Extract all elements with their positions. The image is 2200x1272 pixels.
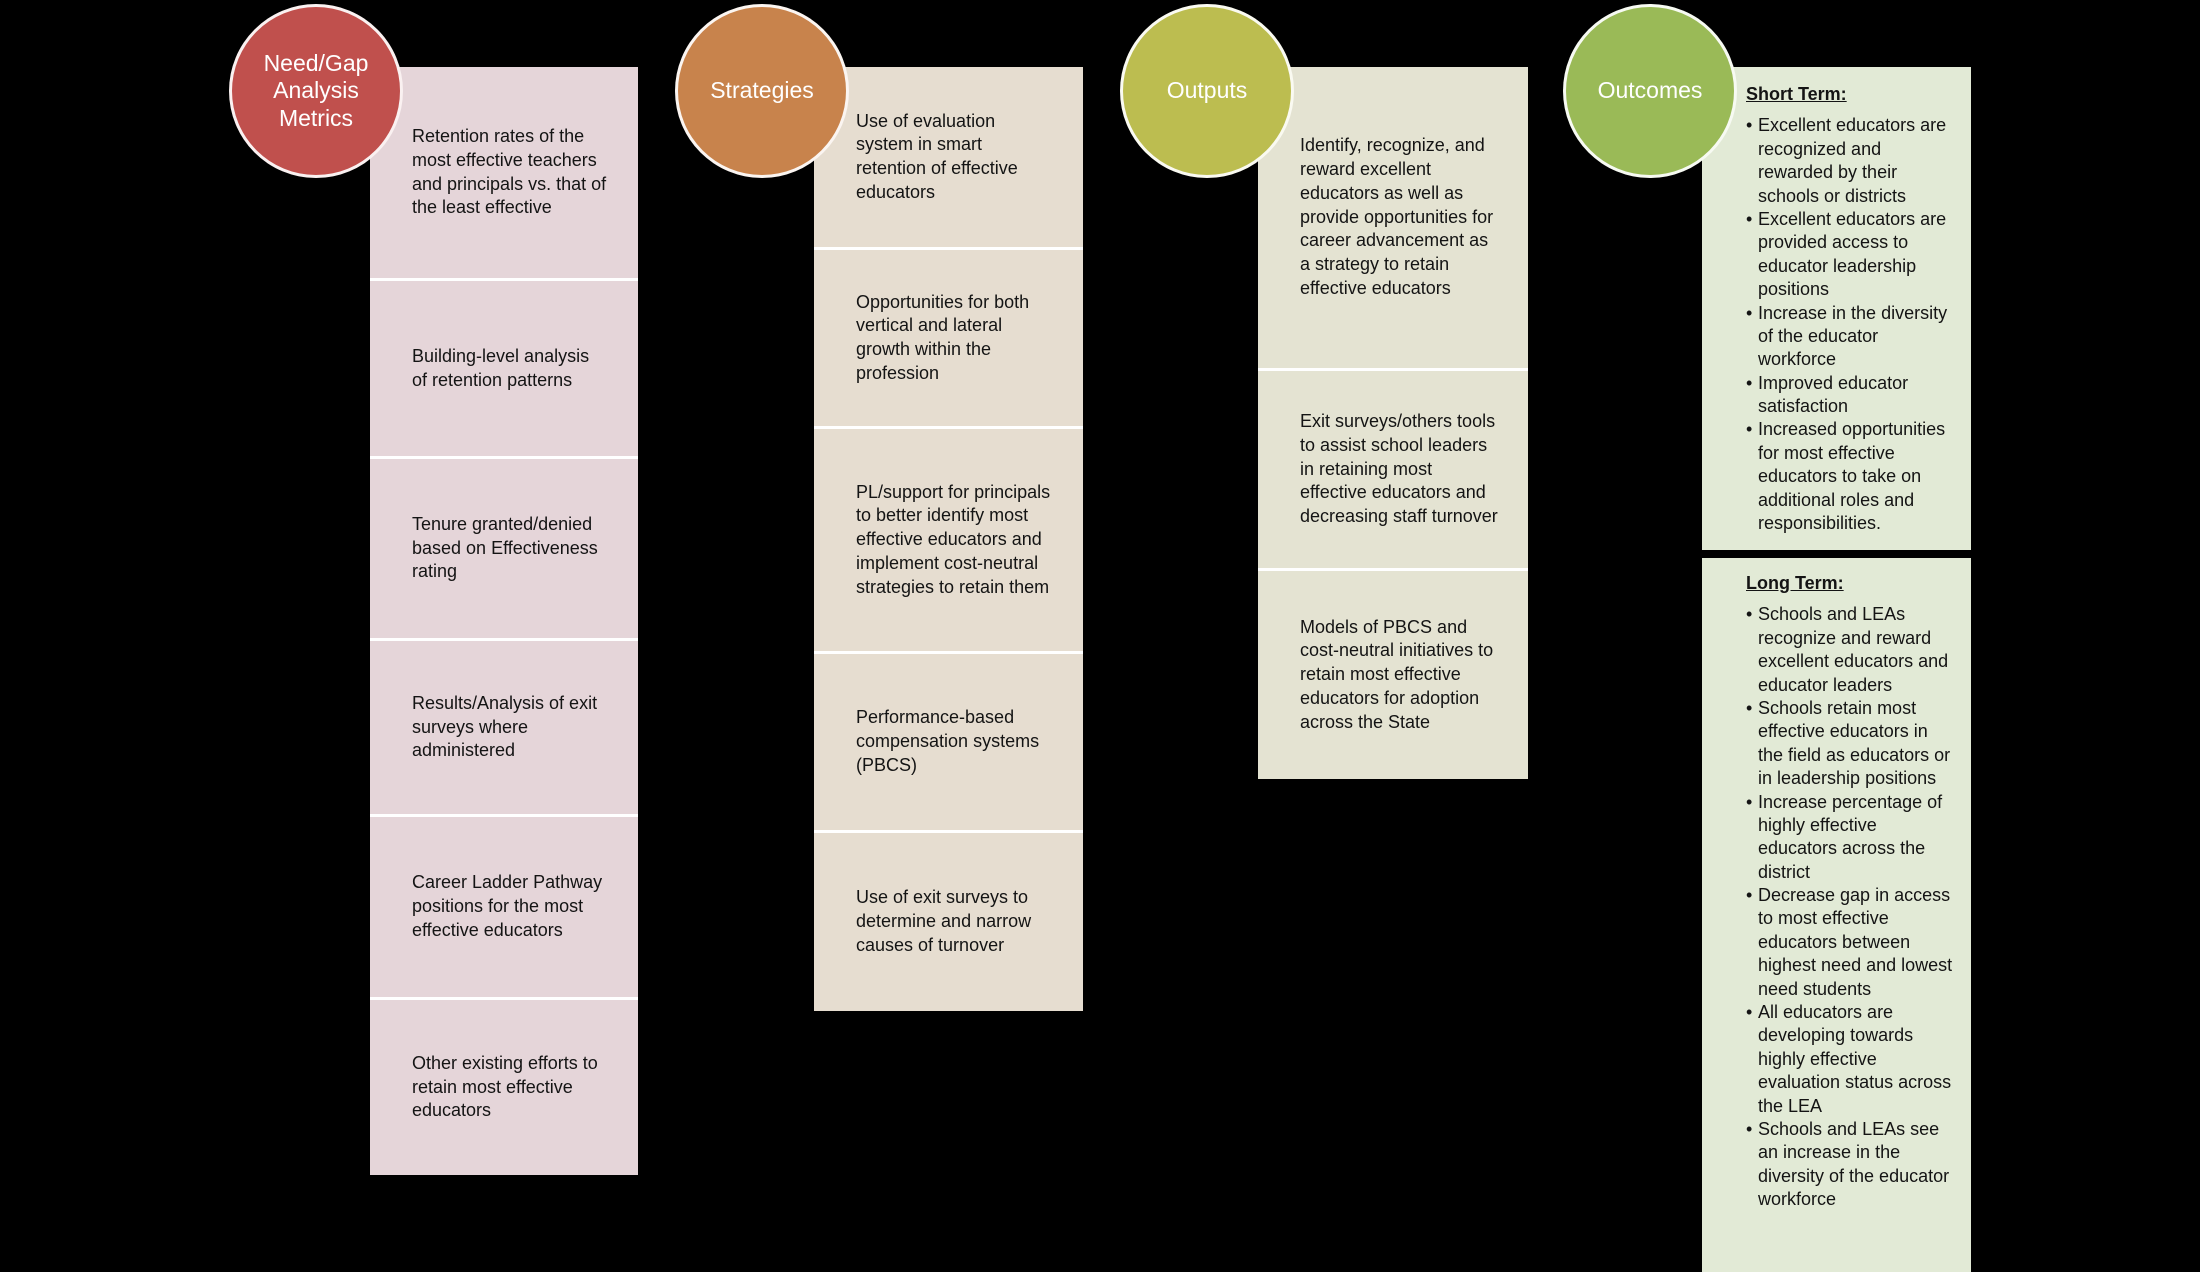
output-box: Exit surveys/others tools to assist scho…: [1258, 371, 1528, 568]
outcome-item: Excellent educators are provided access …: [1746, 208, 1953, 302]
outcome-item: Excellent educators are recognized and r…: [1746, 114, 1953, 208]
metric-text: Tenure granted/denied based on Effective…: [412, 513, 598, 582]
strategies-header-circle: Strategies: [675, 4, 849, 178]
strategy-box: Performance-based compensation systems (…: [814, 654, 1083, 830]
needgap-column: Retention rates of the most effective te…: [370, 67, 638, 1175]
bullet-icon: [1746, 697, 1758, 791]
outcome-item-text: Schools and LEAs see an increase in the …: [1758, 1118, 1950, 1210]
outcome-item-text: All educators are developing towards hig…: [1758, 1002, 1952, 1116]
strategy-box: Use of exit surveys to determine and nar…: [814, 833, 1083, 1011]
metric-box: Building-level analysis of retention pat…: [370, 281, 638, 456]
outcome-item-text: Excellent educators are provided access …: [1758, 208, 1947, 300]
bullet-icon: [1746, 1001, 1758, 1118]
strategy-box: Use of evaluation system in smart retent…: [814, 67, 1083, 247]
outcome-item: Schools retain most effective educators …: [1746, 697, 1953, 791]
bullet-icon: [1746, 114, 1758, 208]
output-text: Exit surveys/others tools to assist scho…: [1300, 411, 1498, 527]
bullet-icon: [1746, 372, 1758, 419]
strategy-box: Opportunities for both vertical and late…: [814, 250, 1083, 426]
outcome-item: Increased opportunities for most effecti…: [1746, 418, 1953, 535]
outcome-item: Increase percentage of highly effective …: [1746, 791, 1953, 885]
outputs-header-circle: Outputs: [1120, 4, 1294, 178]
metric-box: Retention rates of the most effective te…: [370, 67, 638, 278]
strategy-text: Opportunities for both vertical and late…: [856, 291, 1030, 383]
metric-text: Other existing efforts to retain most ef…: [412, 1052, 598, 1121]
strategy-text: Performance-based compensation systems (…: [856, 707, 1040, 775]
bullet-icon: [1746, 603, 1758, 697]
needgap-header-circle: Need/Gap Analysis Metrics: [229, 4, 403, 178]
metric-box: Tenure granted/denied based on Effective…: [370, 459, 638, 638]
outcome-item: Decrease gap in access to most effective…: [1746, 884, 1953, 1001]
outcomes-header-label: Outcomes: [1597, 77, 1703, 104]
outcome-item-text: Increase percentage of highly effective …: [1758, 791, 1943, 882]
outcome-item: Schools and LEAs recognize and reward ex…: [1746, 603, 1953, 697]
strategy-text: PL/support for principals to better iden…: [856, 481, 1051, 597]
outcome-item-text: Improved educator satisfaction: [1758, 372, 1909, 417]
bullet-icon: [1746, 208, 1758, 302]
metric-text: Results/Analysis of exit surveys where a…: [412, 692, 598, 761]
outcome-item: Improved educator satisfaction: [1746, 372, 1953, 419]
outputs-header-label: Outputs: [1166, 77, 1248, 104]
outcome-item: Increase in the diversity of the educato…: [1746, 302, 1953, 372]
output-text: Models of PBCS and cost-neutral initiati…: [1300, 616, 1494, 732]
short-term-heading: Short Term:: [1746, 84, 1847, 104]
outcome-item-text: Decrease gap in access to most effective…: [1758, 885, 1953, 999]
outcome-item-text: Schools retain most effective educators …: [1758, 697, 1951, 789]
outcome-item-text: Increase in the diversity of the educato…: [1758, 302, 1948, 370]
outcomes-header-circle: Outcomes: [1563, 4, 1737, 178]
metric-box: Other existing efforts to retain most ef…: [370, 1000, 638, 1175]
bullet-icon: [1746, 791, 1758, 885]
outcome-item-text: Schools and LEAs recognize and reward ex…: [1758, 604, 1949, 695]
short-term-outcomes-box: Short Term: Excellent educators are reco…: [1702, 67, 1971, 550]
outputs-column: Identify, recognize, and reward excellen…: [1258, 67, 1528, 779]
strategy-text: Use of exit surveys to determine and nar…: [856, 887, 1032, 955]
strategies-column: Use of evaluation system in smart retent…: [814, 67, 1083, 1011]
outcome-item-text: Increased opportunities for most effecti…: [1758, 419, 1946, 534]
output-box: Models of PBCS and cost-neutral initiati…: [1258, 571, 1528, 779]
long-term-outcomes-box: Long Term: Schools and LEAs recognize an…: [1702, 558, 1971, 1272]
output-box: Identify, recognize, and reward excellen…: [1258, 67, 1528, 368]
strategies-header-label: Strategies: [710, 77, 814, 104]
bullet-icon: [1746, 302, 1758, 372]
metric-box: Career Ladder Pathway positions for the …: [370, 817, 638, 997]
outcome-item: All educators are developing towards hig…: [1746, 1001, 1953, 1118]
metric-box: Results/Analysis of exit surveys where a…: [370, 641, 638, 814]
long-term-heading: Long Term:: [1746, 573, 1844, 593]
needgap-header-label: Need/Gap Analysis Metrics: [263, 49, 369, 131]
bullet-icon: [1746, 1118, 1758, 1212]
strategy-text: Use of evaluation system in smart retent…: [856, 110, 1018, 202]
metric-text: Career Ladder Pathway positions for the …: [412, 872, 603, 940]
bullet-icon: [1746, 418, 1758, 535]
output-text: Identify, recognize, and reward excellen…: [1300, 135, 1494, 298]
strategy-box: PL/support for principals to better iden…: [814, 429, 1083, 651]
outcome-item: Schools and LEAs see an increase in the …: [1746, 1118, 1953, 1212]
metric-text: Retention rates of the most effective te…: [412, 126, 607, 218]
bullet-icon: [1746, 884, 1758, 1001]
outcomes-column: Short Term: Excellent educators are reco…: [1702, 67, 1971, 1272]
metric-text: Building-level analysis of retention pat…: [412, 345, 590, 390]
outcome-item-text: Excellent educators are recognized and r…: [1758, 115, 1947, 206]
